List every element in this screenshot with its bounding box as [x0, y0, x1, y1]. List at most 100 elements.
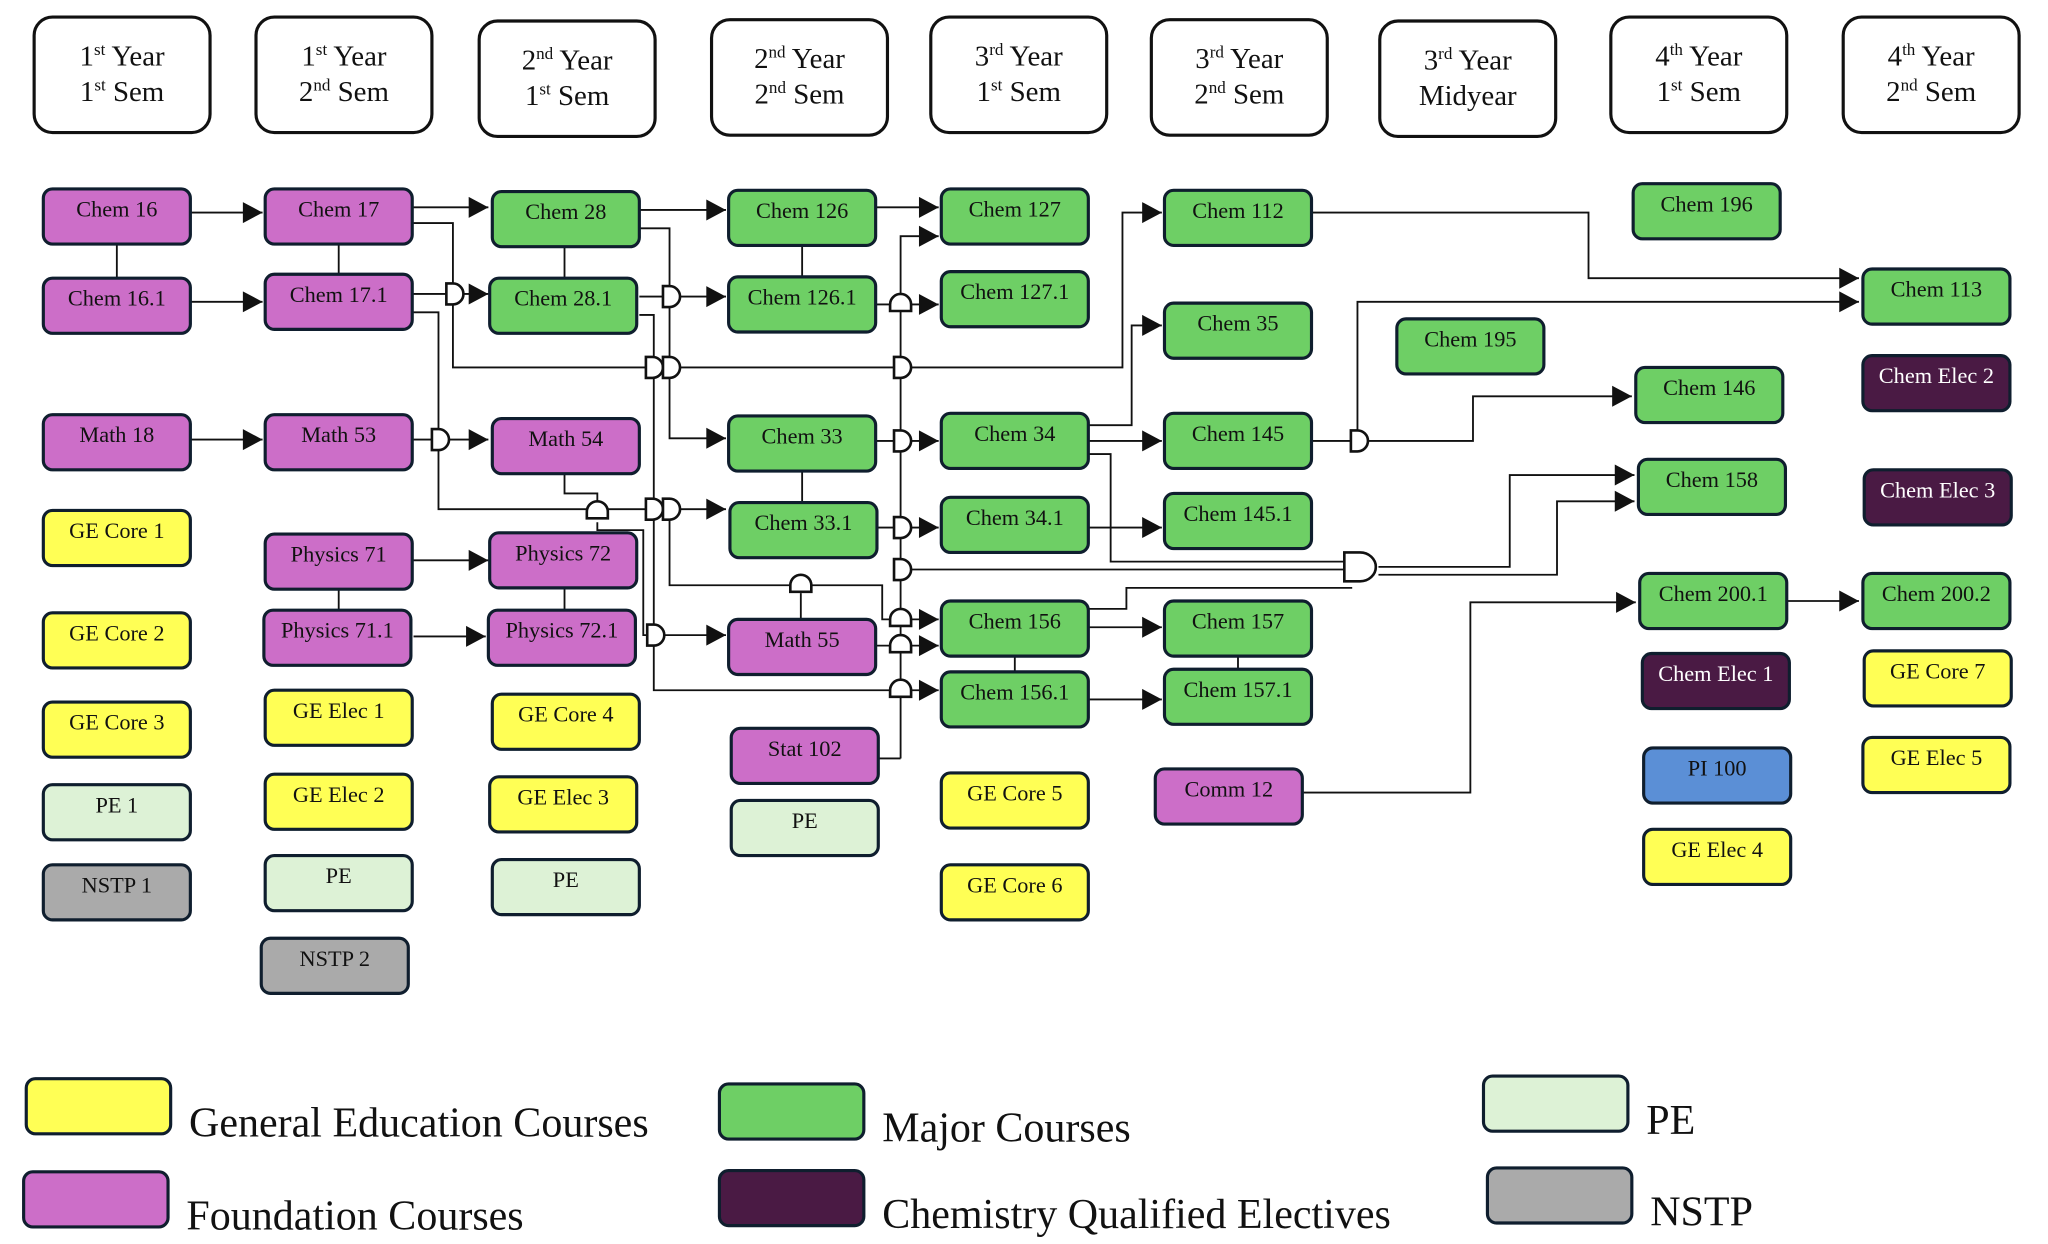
course-box [490, 190, 641, 249]
course-node-gecore5[interactable]: GE Core 5 [939, 771, 1090, 830]
course-node-chem195[interactable]: Chem 195 [1395, 317, 1546, 376]
course-node-geelec5[interactable]: GE Elec 5 [1861, 735, 2012, 795]
course-node-chem1561[interactable]: Chem 156.1 [939, 670, 1090, 729]
course-node-pi100[interactable]: PI 100 [1642, 746, 1793, 805]
course-node-chem158[interactable]: Chem 158 [1636, 457, 1788, 516]
course-node-chem17[interactable]: Chem 17 [263, 187, 414, 246]
course-box [939, 411, 1090, 471]
course-node-pe_a[interactable]: PE [263, 854, 414, 913]
and-gate-icon [888, 678, 913, 699]
course-node-chem126[interactable]: Chem 126 [727, 188, 878, 247]
course-node-chem1451[interactable]: Chem 145.1 [1162, 491, 1314, 551]
course-node-chem341[interactable]: Chem 34.1 [939, 495, 1090, 555]
course-node-chem281[interactable]: Chem 28.1 [488, 276, 639, 335]
and-gate-icon [888, 607, 913, 628]
course-label: Physics 72.1 [505, 618, 618, 643]
header-year-text: 4th Year [1888, 40, 1975, 72]
course-node-nstp1[interactable]: NSTP 1 [41, 863, 192, 922]
course-box [41, 611, 192, 670]
header-year-text: 3rd Year [1195, 43, 1283, 75]
course-node-gecore3[interactable]: GE Core 3 [41, 700, 192, 759]
course-node-chem1261[interactable]: Chem 126.1 [727, 275, 878, 334]
course-box [1861, 735, 2012, 795]
course-node-chem127[interactable]: Chem 127 [939, 187, 1090, 246]
arrowhead-icon [1142, 430, 1162, 452]
course-label: Chem 157 [1192, 609, 1284, 634]
course-node-chem33[interactable]: Chem 33 [727, 414, 878, 473]
course-node-gecore6[interactable]: GE Core 6 [939, 863, 1090, 922]
course-node-phys71[interactable]: Physics 71 [263, 532, 414, 591]
course-node-gecore2[interactable]: GE Core 2 [41, 611, 192, 670]
course-box [259, 936, 410, 995]
course-node-chem28[interactable]: Chem 28 [490, 190, 641, 249]
arrowhead-icon [706, 286, 726, 308]
course-box [727, 414, 878, 473]
course-node-gecore7[interactable]: GE Core 7 [1862, 649, 2013, 708]
arrowhead-icon [706, 199, 726, 221]
course-node-phys711[interactable]: Physics 71.1 [262, 608, 413, 667]
course-node-chem146[interactable]: Chem 146 [1634, 365, 1785, 425]
course-node-chem34[interactable]: Chem 34 [939, 411, 1090, 471]
legend-label: General Education Courses [189, 1100, 649, 1146]
course-node-chem157[interactable]: Chem 157 [1162, 599, 1314, 658]
course-node-chem16[interactable]: Chem 16 [41, 187, 192, 246]
course-box [41, 276, 192, 335]
course-node-chem145[interactable]: Chem 145 [1162, 411, 1314, 471]
course-label: Chem 146 [1663, 375, 1755, 400]
course-node-chemelec2[interactable]: Chem Elec 2 [1861, 354, 2012, 413]
course-node-math55[interactable]: Math 55 [727, 617, 878, 677]
course-node-comm12[interactable]: Comm 12 [1153, 767, 1304, 826]
legend-item-nstp: NSTP [1485, 1166, 1753, 1236]
course-node-chem196[interactable]: Chem 196 [1631, 182, 1782, 241]
course-node-phys72[interactable]: Physics 72 [488, 531, 639, 590]
course-box [1162, 599, 1314, 658]
course-node-chemelec1[interactable]: Chem Elec 1 [1640, 651, 1791, 711]
course-node-chem1571[interactable]: Chem 157.1 [1162, 667, 1314, 726]
course-node-phys721[interactable]: Physics 72.1 [486, 608, 637, 667]
course-node-chem331[interactable]: Chem 33.1 [728, 501, 879, 560]
course-box [1636, 457, 1788, 516]
course-box [1631, 182, 1782, 241]
course-node-chem171[interactable]: Chem 17.1 [263, 272, 414, 331]
course-label: Math 54 [528, 426, 603, 451]
and-gate-icon [1343, 551, 1378, 583]
course-box [263, 413, 414, 472]
course-node-geelec3[interactable]: GE Elec 3 [488, 775, 639, 834]
course-node-gecore4[interactable]: GE Core 4 [490, 692, 641, 751]
course-box [728, 501, 879, 560]
course-node-math53[interactable]: Math 53 [263, 413, 414, 472]
course-node-math54[interactable]: Math 54 [490, 417, 641, 476]
course-node-gecore1[interactable]: GE Core 1 [41, 508, 192, 568]
course-node-stat102[interactable]: Stat 102 [729, 726, 880, 785]
course-node-chem2002[interactable]: Chem 200.2 [1861, 571, 2012, 631]
course-box [1638, 571, 1789, 631]
header-term-text: 1st Sem [977, 76, 1061, 108]
course-node-math18[interactable]: Math 18 [41, 413, 192, 472]
course-node-pe1[interactable]: PE 1 [41, 783, 192, 842]
arrowhead-icon [1142, 688, 1162, 710]
course-node-nstp2[interactable]: NSTP 2 [259, 936, 410, 995]
course-box [486, 608, 637, 667]
arrowhead-icon [1614, 464, 1635, 486]
course-node-geelec2[interactable]: GE Elec 2 [263, 772, 414, 831]
course-node-chem35[interactable]: Chem 35 [1162, 301, 1314, 360]
course-box [939, 863, 1090, 922]
course-node-chem161[interactable]: Chem 16.1 [41, 276, 192, 335]
course-node-geelec1[interactable]: GE Elec 1 [263, 688, 414, 747]
course-node-pe_b[interactable]: PE [490, 857, 641, 917]
course-node-chem2001[interactable]: Chem 200.1 [1638, 571, 1789, 631]
course-node-geelec4[interactable]: GE Elec 4 [1642, 827, 1793, 887]
course-label: Chem 34 [974, 421, 1055, 446]
course-node-pe_c[interactable]: PE [729, 798, 880, 858]
course-node-chemelec3[interactable]: Chem Elec 3 [1862, 468, 2013, 527]
course-box [41, 187, 192, 246]
course-box [263, 688, 414, 747]
course-node-chem113[interactable]: Chem 113 [1861, 267, 2012, 326]
course-node-chem112[interactable]: Chem 112 [1162, 188, 1314, 247]
course-node-chem1271[interactable]: Chem 127.1 [939, 270, 1090, 329]
course-node-chem156[interactable]: Chem 156 [939, 599, 1090, 658]
course-label: GE Elec 2 [293, 782, 385, 807]
